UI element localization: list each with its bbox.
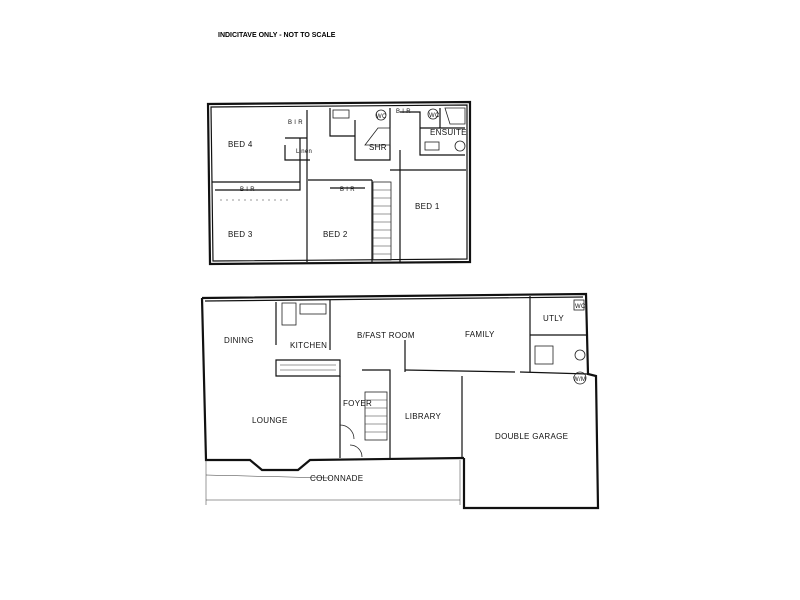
toilet-icon bbox=[424, 141, 440, 151]
wall-linen bbox=[284, 145, 310, 161]
upper-outer-wall bbox=[206, 100, 472, 266]
room-label-family: FAMILY bbox=[465, 330, 495, 339]
wall-wc bbox=[329, 108, 355, 137]
room-label-bir-master: B I R bbox=[396, 109, 411, 115]
wc-icon bbox=[574, 349, 586, 361]
room-label-bed4: BED 4 bbox=[228, 140, 253, 149]
room-label-linen: Linen bbox=[296, 149, 312, 155]
colonnade-edge bbox=[205, 474, 331, 479]
room-label-bed2: BED 2 bbox=[323, 230, 348, 239]
stove-icon bbox=[299, 303, 327, 315]
room-label-foyer: FOYER bbox=[343, 399, 372, 408]
wall-stair-bed1 bbox=[390, 169, 401, 262]
room-label-bir-bed2: B I R bbox=[340, 187, 355, 193]
basin-icon bbox=[427, 108, 439, 120]
door-swing-icon bbox=[349, 444, 363, 458]
wc-fixture-icon bbox=[573, 299, 585, 311]
room-label-bed1: BED 1 bbox=[415, 202, 440, 211]
room-label-library: LIBRARY bbox=[405, 412, 442, 421]
basin-icon bbox=[375, 109, 387, 121]
staircase-ground bbox=[364, 391, 388, 441]
ground-outer-wall-left bbox=[200, 297, 465, 472]
wall-foyer-library bbox=[362, 369, 391, 458]
ground-floor: DINING KITCHEN B/FAST ROOM FAMILY UTLY W… bbox=[200, 292, 600, 510]
kitchen-island bbox=[275, 359, 341, 377]
room-label-bed3: BED 3 bbox=[228, 230, 253, 239]
bench-lines bbox=[280, 364, 336, 371]
room-label-shr: SHR bbox=[369, 143, 387, 152]
washing-machine-icon bbox=[573, 371, 587, 385]
room-label-wc: WC bbox=[376, 114, 387, 120]
room-label-wm: W/M bbox=[573, 377, 586, 383]
room-label-wc-ensuite: WC bbox=[429, 113, 440, 119]
shower-tray-icon bbox=[364, 127, 391, 146]
laundry-tub-icon bbox=[534, 345, 554, 365]
fridge-icon bbox=[281, 302, 297, 326]
room-label-bir-bed4: B I R bbox=[288, 120, 303, 126]
room-label-ensuite: ENSUITE bbox=[430, 128, 467, 137]
wall-master-bir bbox=[400, 111, 465, 156]
room-label-dining: DINING bbox=[224, 336, 254, 345]
scale-note: INDICITAVE ONLY - NOT TO SCALE bbox=[218, 32, 336, 39]
upper-floor: BED 4 B I R Linen WC SHR B I R WC ENSUIT… bbox=[206, 100, 472, 266]
wall-library-top bbox=[404, 369, 516, 373]
wall-bed1-top bbox=[399, 150, 466, 171]
wall-bir-bed3 bbox=[215, 182, 301, 191]
room-label-kitchen: KITCHEN bbox=[290, 341, 327, 350]
room-label-bir-bed3: B I R bbox=[240, 187, 255, 193]
room-label-garage: DOUBLE GARAGE bbox=[495, 432, 568, 441]
room-label-utly: UTLY bbox=[543, 314, 564, 323]
shower-tray-icon bbox=[444, 107, 466, 125]
basin-icon bbox=[454, 140, 466, 152]
staircase-upper bbox=[372, 181, 392, 261]
colonnade-column-lines bbox=[205, 460, 461, 505]
room-label-lounge: LOUNGE bbox=[252, 416, 288, 425]
toilet-icon bbox=[332, 109, 350, 119]
upper-outer-wall-inner bbox=[210, 104, 468, 262]
room-label-bfast: B/FAST ROOM bbox=[357, 331, 415, 340]
ground-outer-wall-right bbox=[201, 292, 600, 510]
wall-garage-top bbox=[519, 371, 589, 375]
ground-outer-wall-inner bbox=[204, 296, 584, 302]
room-label-colonnade: COLONNADE bbox=[310, 474, 363, 483]
door-swing-icon bbox=[339, 424, 355, 440]
room-label-wc: WC bbox=[575, 304, 586, 310]
